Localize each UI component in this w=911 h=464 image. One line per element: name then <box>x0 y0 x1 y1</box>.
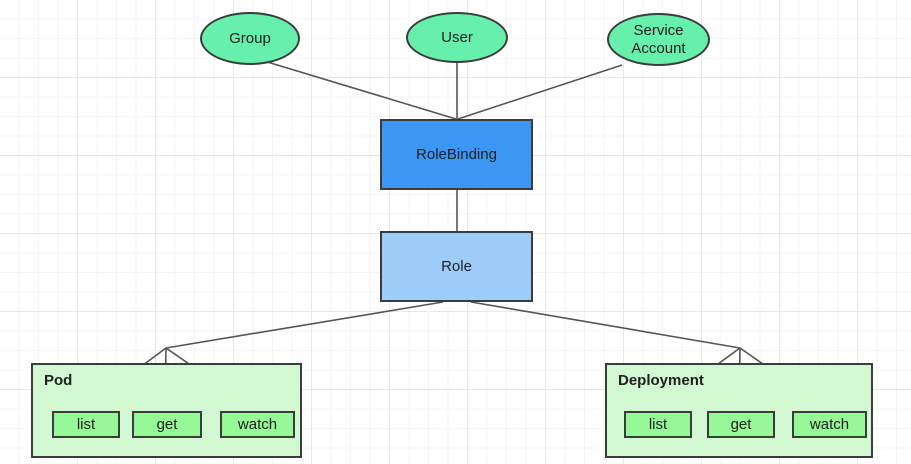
edge-role-to-deployment <box>470 301 741 349</box>
verb-pod-get[interactable]: get <box>132 411 202 438</box>
verb-deployment-get-label: get <box>730 416 752 433</box>
verb-pod-list-label: list <box>76 416 96 433</box>
node-subject-group-label: Group <box>229 29 271 47</box>
verb-deployment-list[interactable]: list <box>624 411 692 438</box>
verb-pod-get-label: get <box>156 416 178 433</box>
verb-deployment-watch[interactable]: watch <box>792 411 867 438</box>
node-subject-service-account-label-line2: Account <box>631 39 686 57</box>
node-role[interactable]: Role <box>380 231 533 302</box>
node-subject-group[interactable]: Group <box>200 12 300 65</box>
edge-role-to-pod <box>165 301 444 349</box>
node-role-label: Role <box>441 258 472 275</box>
group-deployment-title: Deployment <box>618 372 704 389</box>
node-subject-service-account-label-line1: Service <box>633 21 684 39</box>
node-subject-user-label: User <box>441 28 473 46</box>
node-rolebinding[interactable]: RoleBinding <box>380 119 533 190</box>
verb-deployment-list-label: list <box>648 416 668 433</box>
node-rolebinding-label: RoleBinding <box>416 146 497 163</box>
verb-pod-watch[interactable]: watch <box>220 411 295 438</box>
node-subject-user[interactable]: User <box>406 12 508 63</box>
group-pod[interactable]: Pod list get watch <box>31 363 302 458</box>
node-subject-service-account[interactable]: Service Account <box>607 13 710 66</box>
verb-deployment-watch-label: watch <box>809 416 850 433</box>
edge-group-to-rolebinding <box>263 60 457 120</box>
edge-serviceaccount-to-rolebinding <box>457 64 623 120</box>
group-deployment[interactable]: Deployment list get watch <box>605 363 873 458</box>
verb-deployment-get[interactable]: get <box>707 411 775 438</box>
group-pod-title: Pod <box>44 372 73 389</box>
verb-pod-watch-label: watch <box>237 416 278 433</box>
verb-pod-list[interactable]: list <box>52 411 120 438</box>
